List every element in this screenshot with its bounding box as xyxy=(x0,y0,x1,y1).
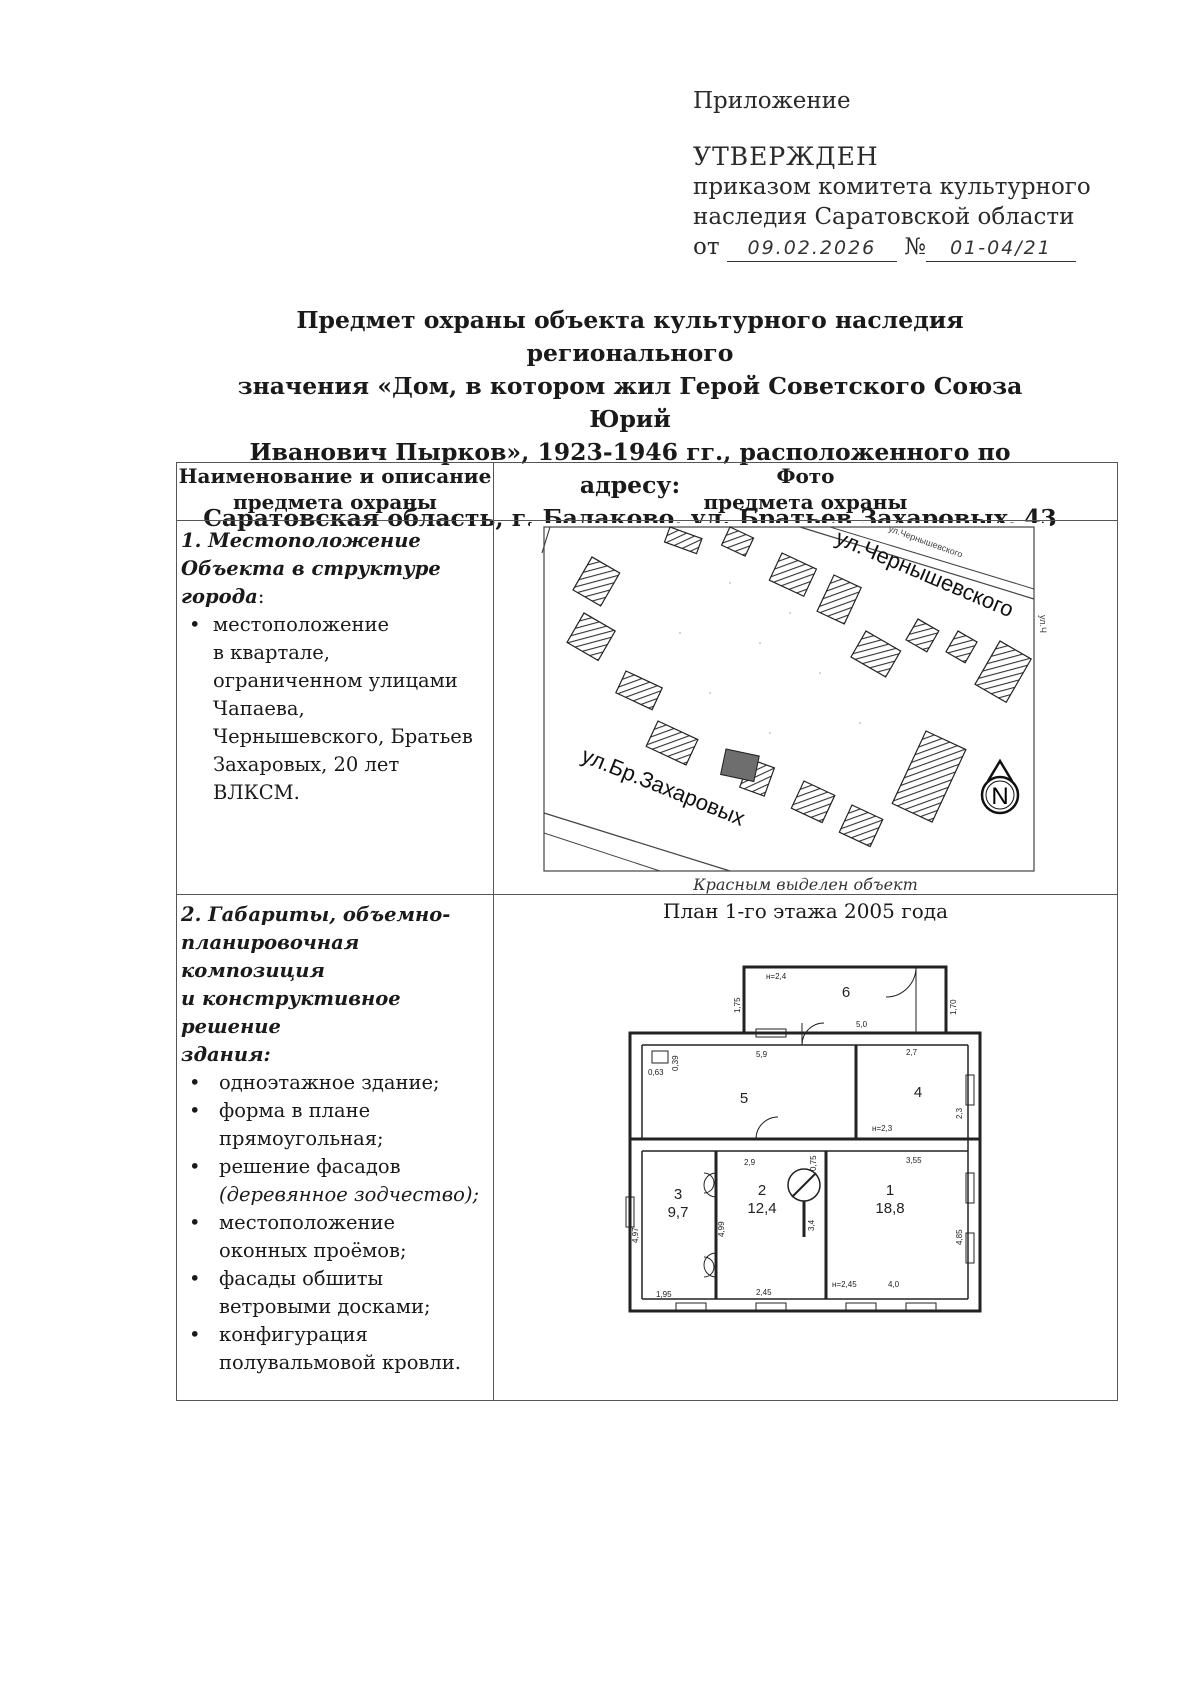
dim-label: 3,4 xyxy=(807,1219,816,1231)
dim-label: 1,70 xyxy=(949,999,958,1015)
row1-bullets: местоположение в квартале, ограниченном … xyxy=(181,611,489,807)
dim-label: 0,39 xyxy=(671,1055,680,1071)
street-label-side: ул.Ч xyxy=(1038,615,1048,633)
table-row: 2. Габариты, объемно- планировочная комп… xyxy=(176,894,1118,1401)
title-line-2: значения «Дом, в котором жил Герой Совет… xyxy=(237,372,1023,433)
approval-line-1: приказом комитета культурного xyxy=(693,174,1091,200)
dim-label: 4,85 xyxy=(955,1229,964,1245)
dim-label: 1,95 xyxy=(656,1290,672,1299)
map-texture xyxy=(679,582,861,734)
table-row: 1. Местоположение Объекта в структуре го… xyxy=(176,520,1118,895)
dim-label: 1,75 xyxy=(733,997,742,1013)
approved-label: УТВЕРЖДЕН xyxy=(693,142,879,171)
north-label: N xyxy=(991,783,1008,810)
approval-block: Приложение УТВЕРЖДЕН приказом комитета к… xyxy=(693,86,1113,266)
date-prefix: от xyxy=(693,234,720,260)
number-prefix: № xyxy=(904,234,926,260)
north-arrow-icon: N xyxy=(980,758,1020,815)
dim-label: 3,55 xyxy=(906,1156,922,1165)
plan-title: План 1-го этажа 2005 года xyxy=(663,899,948,923)
dim-label: 0,75 xyxy=(809,1155,818,1171)
appendix-label: Приложение xyxy=(693,88,851,114)
order-date-number: от 09.02.2026 № 01-04/21 xyxy=(693,232,1113,266)
dim-label: н=2,45 xyxy=(832,1280,857,1289)
dim-label: н=2,3 xyxy=(872,1124,893,1133)
room-3-area: 9,7 xyxy=(668,1204,689,1221)
dim-label: 4,0 xyxy=(888,1280,900,1289)
list-item: решение фасадов(деревянное зодчество); xyxy=(181,1153,489,1209)
room-2-area: 12,4 xyxy=(747,1200,776,1217)
dim-label: 4,99 xyxy=(717,1221,726,1237)
dim-label: 2,45 xyxy=(756,1288,772,1297)
dim-label: 2,3 xyxy=(955,1107,964,1119)
buildings xyxy=(566,526,1032,848)
highlighted-object xyxy=(720,748,760,783)
title-line-1: Предмет охраны объекта культурного насле… xyxy=(296,306,964,367)
row2-description: 2. Габариты, объемно- планировочная комп… xyxy=(176,894,494,1401)
order-date: 09.02.2026 xyxy=(747,237,877,259)
row1-description: 1. Местоположение Объекта в структуре го… xyxy=(176,520,494,895)
room-4-number: 4 xyxy=(914,1084,922,1101)
floor-plan: 6 5 4 1 18,8 2 12,4 3 9,7 н=2,4 5,0 1,75… xyxy=(625,965,982,1313)
header-photo: Фото предмета охраны xyxy=(493,462,1118,521)
header-description: Наименование и описание предмета охраны xyxy=(176,462,494,521)
order-number: 01-04/21 xyxy=(950,237,1052,259)
room-1-number: 1 xyxy=(886,1182,894,1199)
room-3-number: 3 xyxy=(674,1186,682,1203)
table-header-row: Наименование и описание предмета охраны … xyxy=(176,462,1118,521)
approval-line-2: наследия Саратовской области xyxy=(693,204,1075,230)
dim-label: 5,9 xyxy=(756,1050,768,1059)
dim-label: 5,0 xyxy=(856,1020,868,1029)
row2-bullets: одноэтажное здание; форма в планепрямоуг… xyxy=(181,1069,489,1377)
map-caption: Красным выделен объект xyxy=(693,875,918,894)
location-map: N ул.Чернышевского ул.Чернышевского ул.Ч… xyxy=(530,523,1050,875)
room-1-area: 18,8 xyxy=(875,1200,904,1217)
dim-label: н=2,4 xyxy=(766,972,787,981)
room-5-number: 5 xyxy=(740,1090,748,1107)
dim-label: 4,97 xyxy=(631,1227,640,1243)
dim-label: 2,7 xyxy=(906,1048,918,1057)
room-6-number: 6 xyxy=(842,984,850,1001)
room-2-number: 2 xyxy=(758,1182,766,1199)
row2-photo: План 1-го этажа 2005 года xyxy=(493,894,1118,1401)
protection-table: Наименование и описание предмета охраны … xyxy=(176,462,1118,1401)
list-item: одноэтажное здание; xyxy=(181,1069,489,1097)
dim-label: 0,63 xyxy=(648,1068,664,1077)
row1-photo: N ул.Чернышевского ул.Чернышевского ул.Ч… xyxy=(493,520,1118,895)
dim-label: 2,9 xyxy=(744,1158,756,1167)
list-item: местоположение в квартале, ограниченном … xyxy=(181,611,489,807)
